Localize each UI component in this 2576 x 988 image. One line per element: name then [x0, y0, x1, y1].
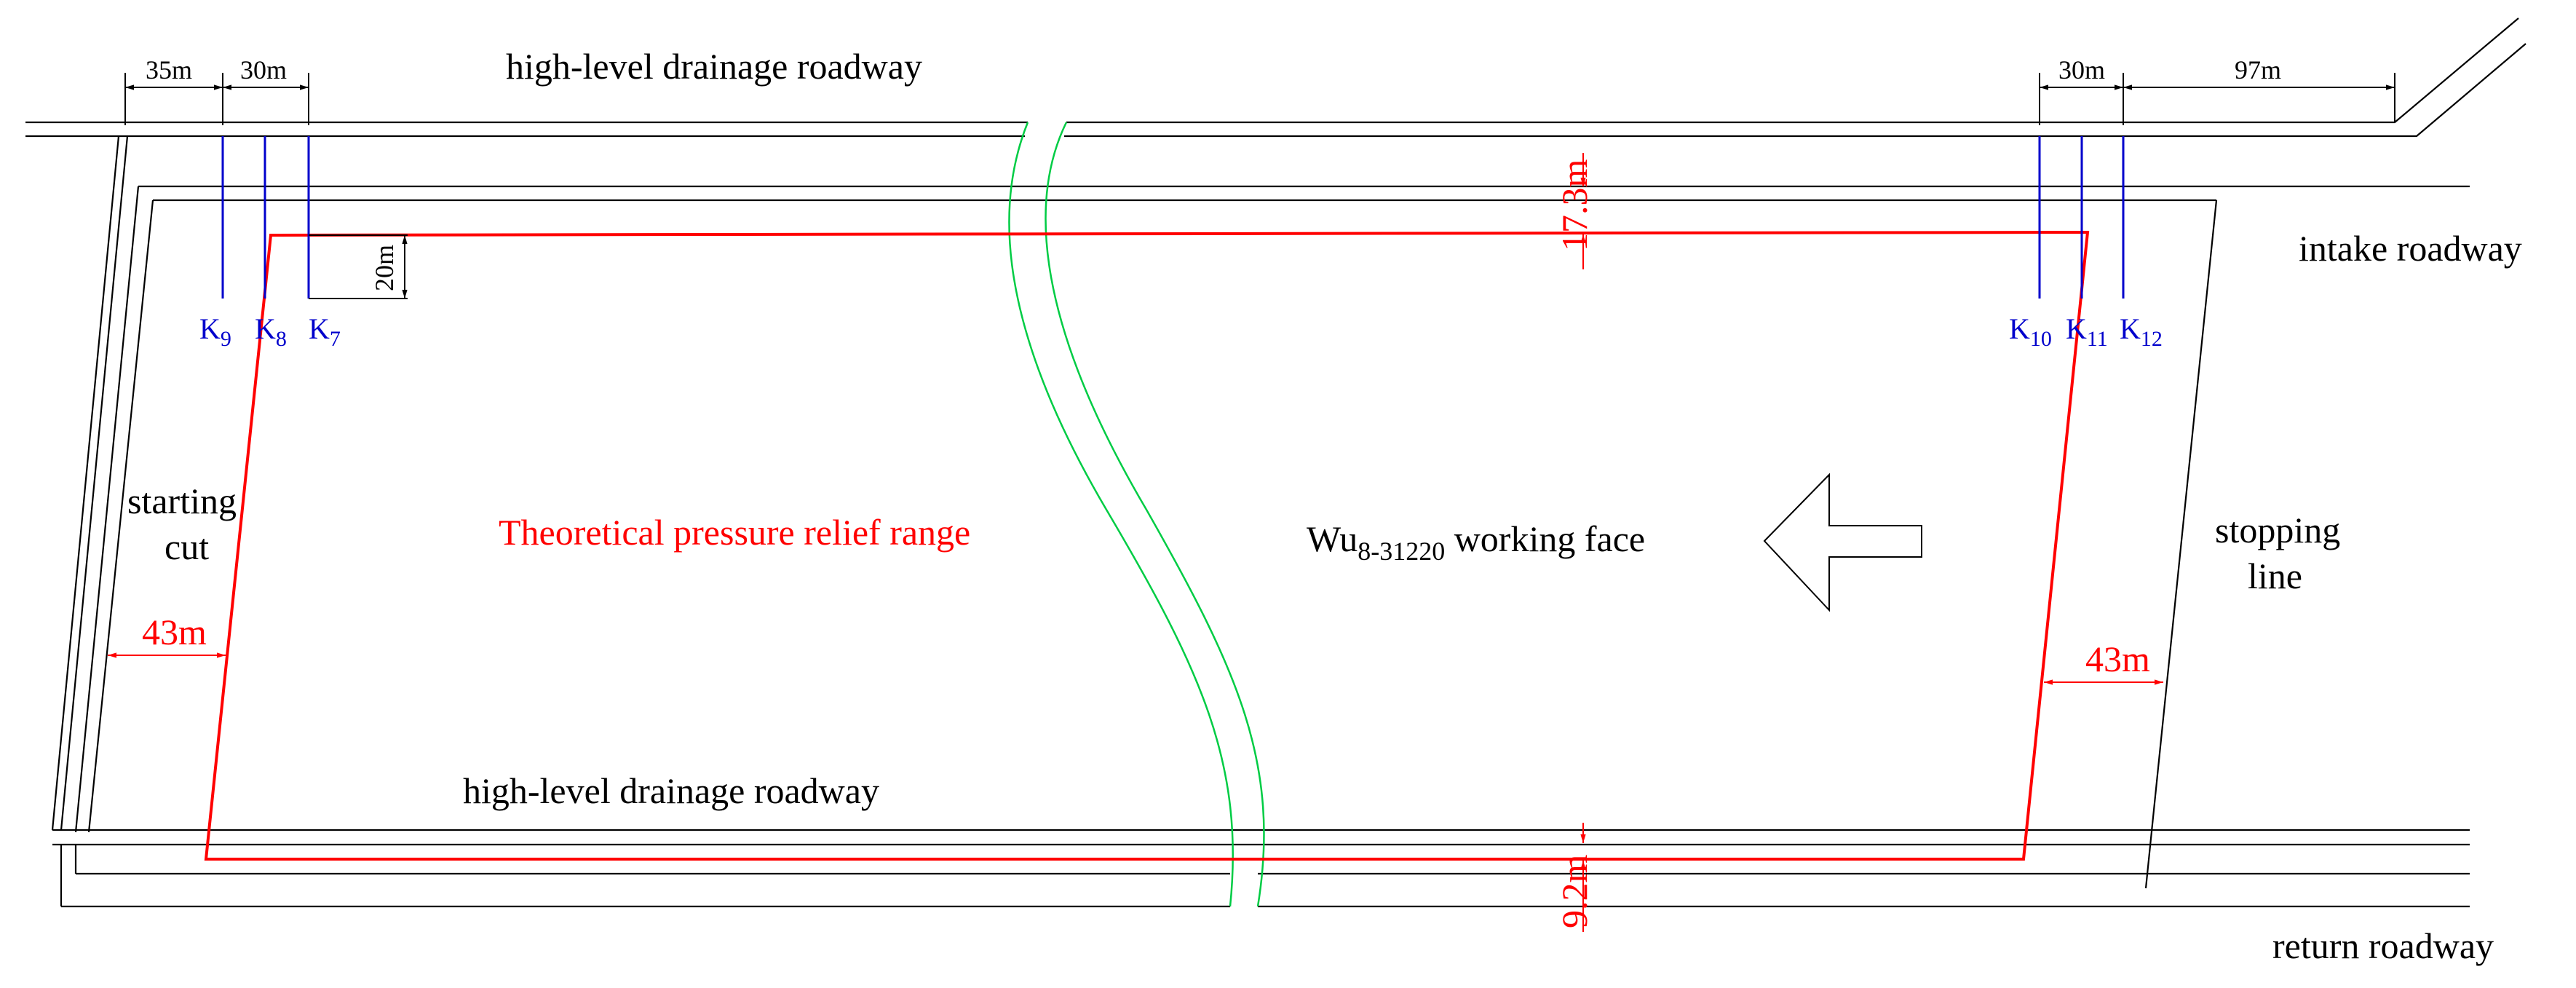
borehole-k10-label: K10 — [2009, 312, 2052, 351]
starting-cut-outer-2 — [60, 135, 129, 831]
top-drainage-roadway-label: high-level drainage roadway — [506, 46, 922, 87]
borehole-labels: K9 K8 K7 K10 K11 K12 — [199, 312, 2163, 351]
borehole-k8-label: K8 — [255, 312, 287, 351]
boreholes — [221, 136, 2125, 299]
bottom-drainage-roadway-label: high-level drainage roadway — [463, 770, 879, 811]
dim-30m-left: 30m — [240, 55, 287, 84]
dim-35m: 35m — [146, 55, 192, 84]
stopping-line-1 — [2144, 199, 2218, 889]
dimension-20m — [309, 234, 408, 299]
borehole-k9-label: K9 — [199, 312, 231, 351]
starting-cut-inner-2 — [87, 199, 154, 833]
stopping-line-label-line2: line — [2248, 556, 2302, 596]
dimension-top-left — [124, 73, 309, 125]
dim-43m-right: 43m — [2085, 639, 2150, 679]
borehole-k12-label: K12 — [2120, 312, 2163, 351]
return-roadway-label: return roadway — [2272, 925, 2494, 966]
borehole-k11-label: K11 — [2066, 312, 2108, 351]
dim-9-2m: 9.2m — [1554, 855, 1595, 929]
dim-97m: 97m — [2235, 55, 2281, 84]
left-end-cap — [52, 843, 77, 906]
starting-cut-label-line2: cut — [165, 526, 209, 567]
roadway-network — [25, 17, 2527, 908]
stopping-line-label-line1: stopping — [2215, 510, 2340, 550]
dim-17-3m: 17.3m — [1554, 159, 1595, 252]
pressure-relief-range-label: Theoretical pressure relief range — [499, 512, 970, 553]
dim-43m-left: 43m — [142, 612, 207, 652]
top-drainage-roadway-upper — [25, 17, 2519, 124]
dimension-top-right — [2039, 73, 2395, 125]
working-face-label: Wu8-31220 working face — [1307, 518, 1645, 566]
top-drainage-roadway-lower — [25, 43, 2527, 138]
dim-20m: 20m — [370, 245, 399, 291]
starting-cut-inner-1 — [74, 186, 140, 833]
curved-fault-roadway — [1008, 122, 1265, 907]
borehole-k7-label: K7 — [309, 312, 341, 351]
dim-30m-right: 30m — [2058, 55, 2105, 84]
arrow-left-icon — [1763, 473, 1922, 612]
pressure-relief-boundary — [204, 230, 2090, 861]
starting-cut-outer-1 — [51, 135, 120, 831]
starting-cut-label-line1: starting — [127, 481, 237, 521]
intake-roadway-label: intake roadway — [2299, 228, 2522, 269]
